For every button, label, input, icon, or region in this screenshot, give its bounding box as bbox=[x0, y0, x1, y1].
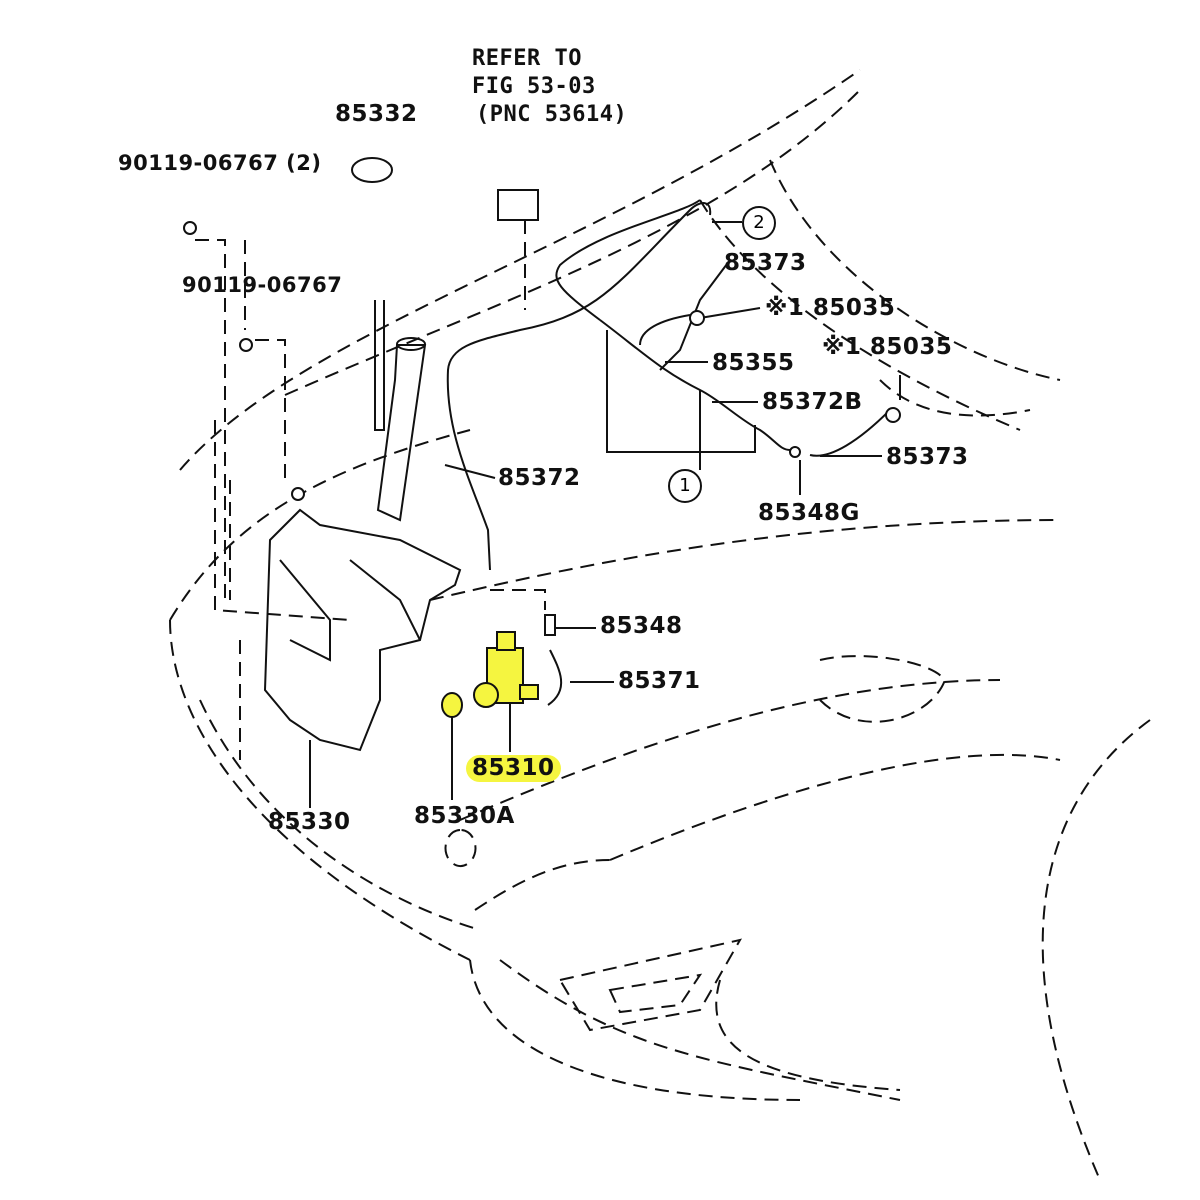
reference-note-line1: REFER TO bbox=[472, 46, 582, 71]
callout-85035-b: ※1 85035 bbox=[822, 334, 953, 360]
circled-ref-1: 1 bbox=[668, 469, 702, 503]
callout-90119-06767: 90119-06767 bbox=[182, 273, 343, 297]
washer-pump-85310 bbox=[441, 631, 539, 718]
vehicle-outline bbox=[169, 69, 1151, 1181]
callout-90119-06767-qty2: 90119-06767 (2) bbox=[118, 151, 322, 175]
reference-note-line3: (PNC 53614) bbox=[476, 102, 628, 127]
callout-85371: 85371 bbox=[618, 668, 701, 694]
callout-85310-highlighted: 85310 bbox=[466, 755, 561, 782]
callout-85348: 85348 bbox=[600, 613, 683, 639]
circled-ref-2: 2 bbox=[742, 206, 776, 240]
small-fittings bbox=[183, 189, 901, 636]
callout-85330: 85330 bbox=[268, 809, 351, 835]
washer-hoses bbox=[444, 199, 891, 706]
callout-85373-right: 85373 bbox=[886, 444, 969, 470]
callout-85348G: 85348G bbox=[758, 500, 860, 526]
leader-lines bbox=[309, 221, 901, 808]
callout-85373-top: 85373 bbox=[724, 250, 807, 276]
reservoir-tank bbox=[263, 157, 462, 752]
callout-85372: 85372 bbox=[498, 465, 581, 491]
callout-85332: 85332 bbox=[335, 101, 418, 127]
callout-85035-a: ※1 85035 bbox=[765, 295, 896, 321]
callout-85330A: 85330A bbox=[414, 803, 515, 829]
callout-85372B: 85372B bbox=[762, 389, 863, 415]
reference-note-line2: FIG 53-03 bbox=[472, 74, 596, 99]
callout-85355: 85355 bbox=[712, 350, 795, 376]
